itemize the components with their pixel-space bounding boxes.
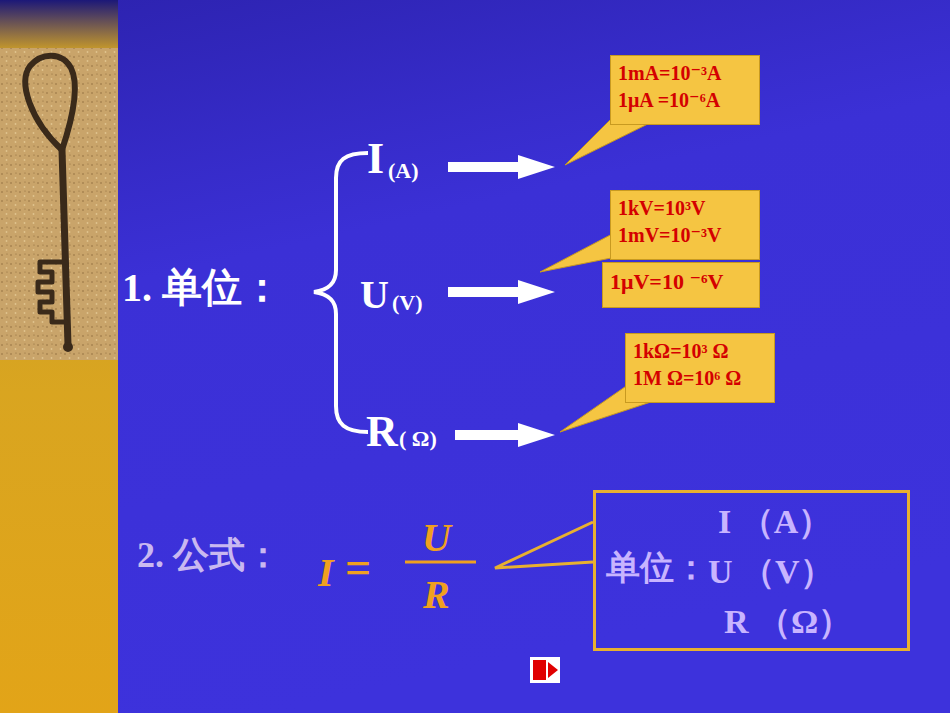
unit-conversion: 1μV=10 ⁻⁶V: [610, 267, 752, 297]
unit-symbol: ( Ω): [399, 428, 437, 450]
white-arrows: [448, 155, 555, 447]
unit-conversion: 1mA=10⁻³A: [618, 60, 752, 87]
key-illustration: [25, 56, 74, 351]
nav-button-ground: [530, 657, 560, 683]
quantity-symbol: U: [360, 275, 389, 315]
unit-symbol: (V): [392, 292, 423, 314]
arrow-resistance: [455, 423, 555, 447]
unit-text: 单位：: [606, 551, 708, 585]
key-tip: [64, 343, 72, 351]
quantity-symbol: I: [367, 137, 384, 181]
unit-conversion: 1kΩ=10³ Ω: [633, 338, 767, 365]
unit-text: U （V）: [708, 555, 834, 589]
key-bit: [38, 262, 66, 322]
section-heading: 1. 单位：: [122, 268, 282, 308]
formula-symbol: R: [423, 575, 450, 615]
nav-button: [530, 657, 560, 683]
curly-brace: [314, 153, 368, 432]
unit-conversion: 1M Ω=10⁶ Ω: [633, 365, 767, 392]
arrow-current: [448, 155, 555, 179]
formula-equals: =: [345, 545, 371, 591]
unit-callout-box: 1kΩ=10³ Ω1M Ω=10⁶ Ω: [625, 333, 775, 403]
key-shaft: [62, 150, 68, 345]
nav-button-bar: [533, 660, 546, 680]
callout-wedge: [495, 522, 593, 568]
formula-unit-box: 单位： I （A） U （V） R （Ω）: [593, 490, 910, 651]
unit-conversion: 1μA =10⁻⁶A: [618, 87, 752, 114]
side-strip: [0, 0, 118, 713]
formula-symbol: I: [318, 553, 334, 593]
unit-text: R （Ω）: [724, 605, 852, 639]
unit-text: I （A）: [718, 505, 832, 539]
unit-callout-box: 1mA=10⁻³A1μA =10⁻⁶A: [610, 55, 760, 125]
quantity-symbol: R: [366, 410, 398, 454]
nav-button-arrow: [548, 662, 558, 678]
arrow-voltage: [448, 280, 555, 304]
unit-callout-box: 1kV=10³V1mV=10⁻³V: [610, 190, 760, 260]
formula-symbol: U: [422, 518, 451, 558]
unit-callout-box: 1μV=10 ⁻⁶V: [602, 262, 760, 308]
section-heading: 2. 公式：: [137, 537, 281, 573]
fraction-bar: [405, 561, 476, 564]
unit-conversion: 1kV=10³V: [618, 195, 752, 222]
key-bow: [25, 56, 74, 150]
unit-symbol: (A): [388, 160, 419, 182]
sand-photo: [0, 48, 118, 360]
unit-conversion: 1mV=10⁻³V: [618, 222, 752, 249]
